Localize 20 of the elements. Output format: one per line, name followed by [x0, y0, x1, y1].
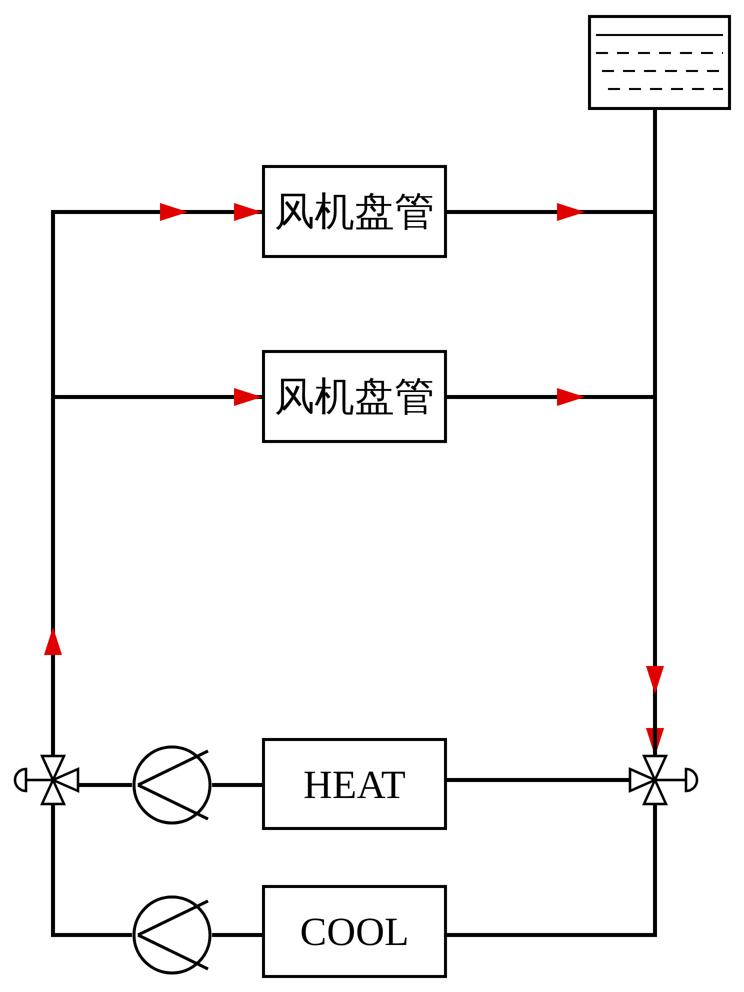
equipment-label: 风机盘管 [274, 188, 434, 236]
pipe-line [212, 783, 262, 787]
equipment-box [262, 738, 447, 830]
pipe-line [78, 783, 132, 787]
pipe-line [653, 110, 657, 756]
three-way-valve-symbol [14, 756, 80, 804]
equipment-label: 风机盘管 [274, 373, 434, 421]
equipment-box [262, 165, 447, 258]
equipment-label: HEAT [303, 760, 406, 808]
pipe-line [447, 804, 657, 937]
pump-symbol [132, 895, 212, 975]
three-way-valve-symbol [628, 756, 698, 804]
equipment-label: COOL [300, 908, 409, 955]
equipment-box [262, 885, 447, 978]
expansion-tank-symbol [588, 15, 731, 110]
pump-symbol [132, 745, 212, 825]
equipment-box [262, 350, 447, 443]
pipe-line [51, 804, 132, 937]
pipe-line [447, 778, 630, 782]
pipe-line [212, 933, 262, 937]
